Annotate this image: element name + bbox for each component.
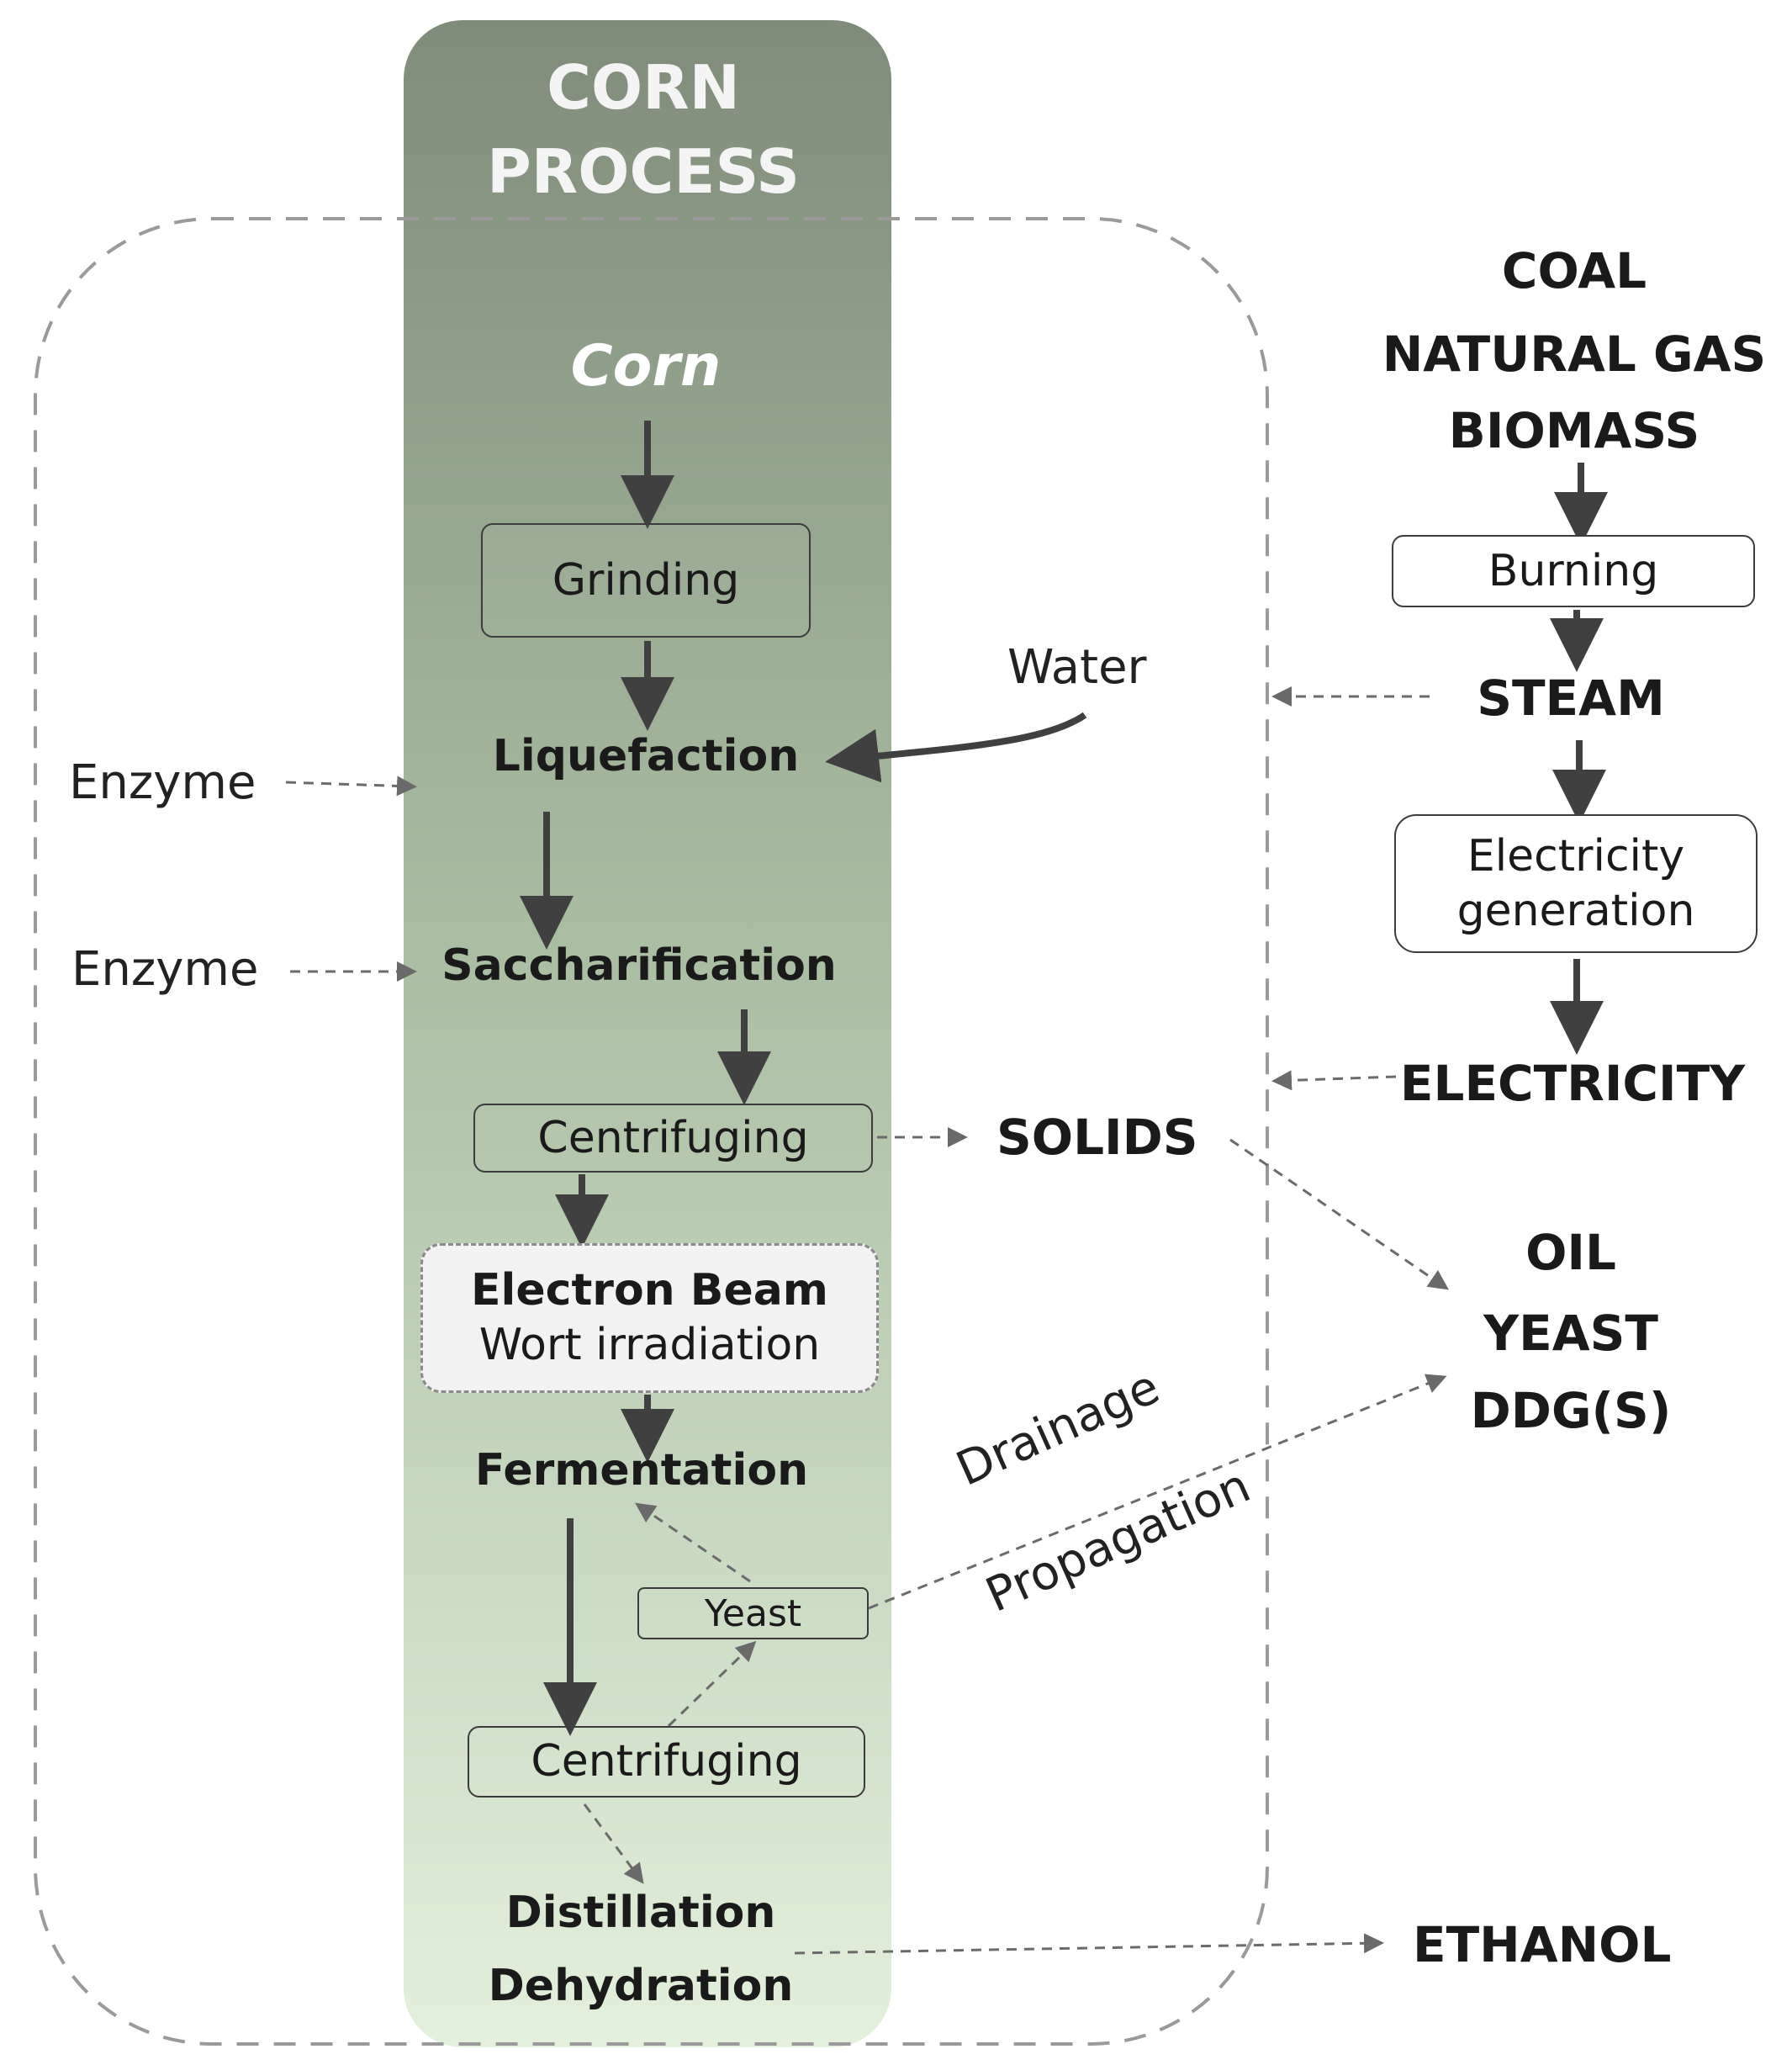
yeast-output: YEAST <box>1483 1305 1658 1362</box>
electron-beam-box: Electron Beam Wort irradiation <box>420 1243 879 1393</box>
generation-label-line1: Electricity <box>1467 830 1685 882</box>
saccharification-step: Saccharification <box>441 940 837 991</box>
arrow-yeast-fermentation <box>635 1502 751 1583</box>
grinding-box: Grinding <box>481 523 811 638</box>
ddgs-output: DDG(S) <box>1470 1382 1672 1439</box>
centrifuging-label-2: Centrifuging <box>531 1736 802 1787</box>
oil-output: OIL <box>1525 1224 1616 1281</box>
solids-output: SOLIDS <box>996 1109 1198 1166</box>
wort-irradiation-label: Wort irradiation <box>478 1320 821 1370</box>
generation-box: Electricity generation <box>1394 814 1758 953</box>
arrow-centrifuging-distillation <box>583 1803 644 1884</box>
water-input: Water <box>1007 640 1147 695</box>
steam-node: STEAM <box>1477 670 1665 727</box>
dehydration-step: Dehydration <box>488 1961 794 2011</box>
column-title-line1: CORN <box>547 52 740 123</box>
fuel-biomass: BIOMASS <box>1448 402 1700 459</box>
arrow-yeast-coproducts <box>868 1374 1447 1610</box>
process-column <box>404 20 891 2047</box>
arrow-solids-coproducts <box>1229 1138 1449 1290</box>
arrow-centrifuging-yeast <box>667 1640 757 1728</box>
fuel-coal: COAL <box>1501 242 1647 299</box>
column-title-line2: PROCESS <box>487 136 800 207</box>
centrifuging-box-2: Centrifuging <box>468 1726 865 1798</box>
electricity-node: ELECTRICITY <box>1399 1055 1746 1112</box>
burning-label: Burning <box>1488 545 1659 596</box>
centrifuging-label-1: Centrifuging <box>537 1112 809 1163</box>
arrow-water-liquefaction <box>825 712 1087 783</box>
generation-label-line2: generation <box>1456 885 1695 936</box>
corn-input: Corn <box>570 333 722 400</box>
yeast-box: Yeast <box>637 1587 869 1639</box>
enzyme-input-2: Enzyme <box>71 942 259 997</box>
arrow-distillation-ethanol <box>794 1933 1384 1955</box>
liquefaction-step: Liquefaction <box>492 731 800 781</box>
system-boundary <box>34 217 1269 2046</box>
grinding-label: Grinding <box>552 554 740 606</box>
centrifuging-box-1: Centrifuging <box>473 1104 873 1173</box>
fermentation-step: Fermentation <box>474 1445 809 1496</box>
distillation-step: Distillation <box>505 1888 776 1938</box>
yeast-label: Yeast <box>704 1591 802 1635</box>
ethanol-output: ETHANOL <box>1413 1916 1672 1973</box>
enzyme-input-1: Enzyme <box>69 755 256 810</box>
arrow-electricity-boundary <box>1271 1070 1397 1091</box>
arrow-enzyme-liquefaction <box>285 776 417 797</box>
fuel-natural-gas: NATURAL GAS <box>1382 326 1767 383</box>
electron-beam-label: Electron Beam <box>471 1265 828 1316</box>
burning-box: Burning <box>1392 535 1755 607</box>
